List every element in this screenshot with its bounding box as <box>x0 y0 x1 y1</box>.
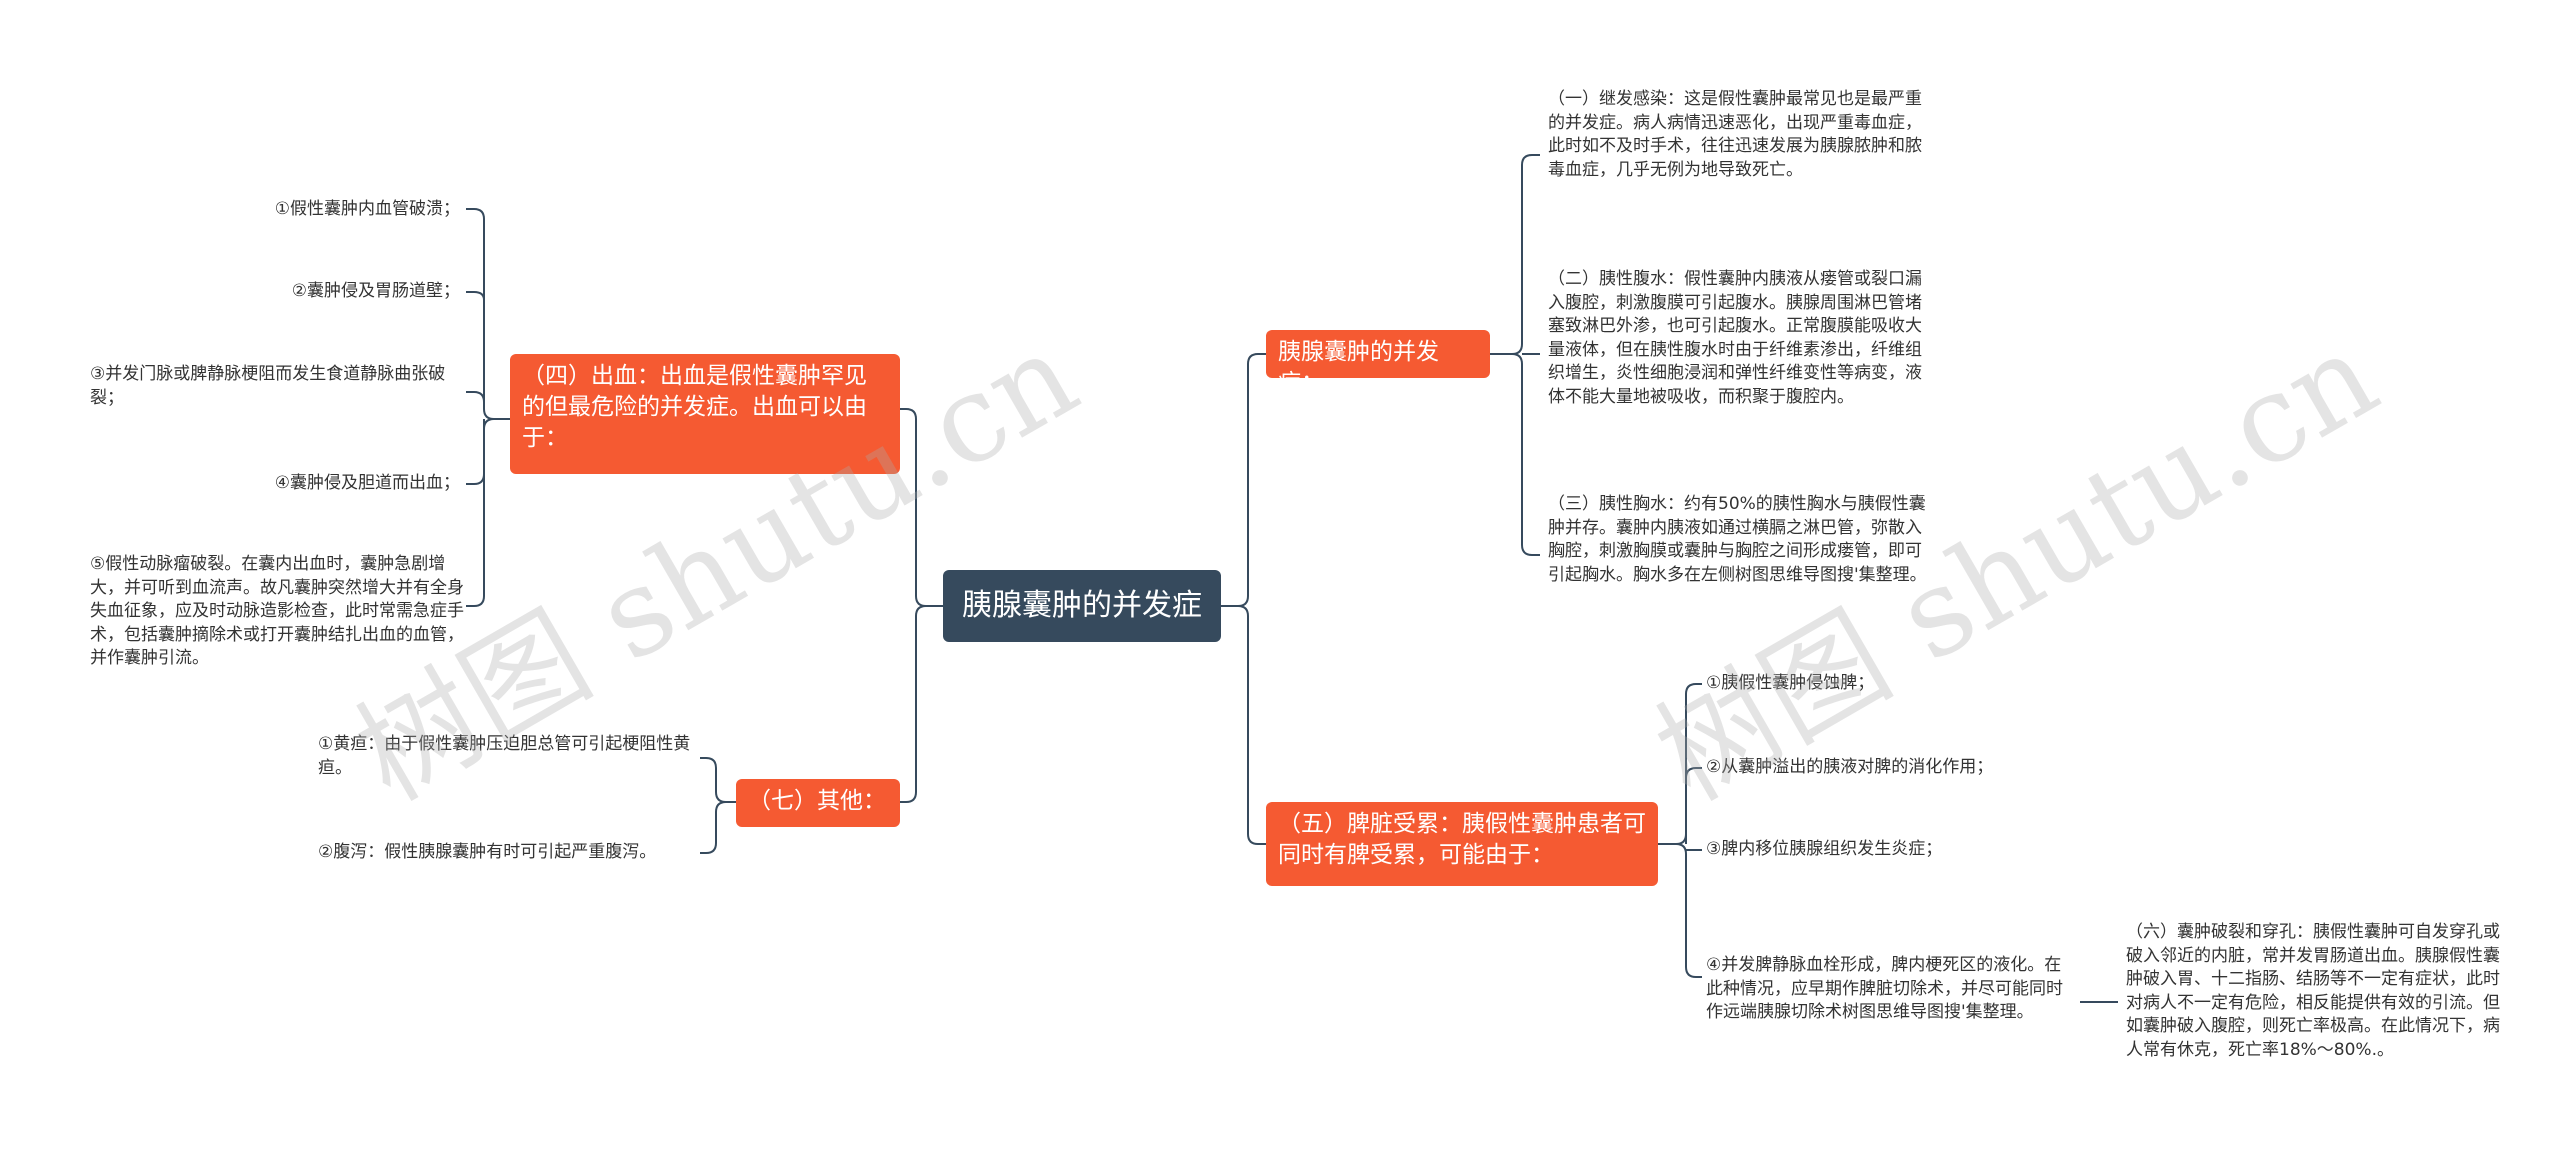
root-label: 胰腺囊肿的并发症 <box>962 588 1202 623</box>
leaf-rupture-text: （六）囊肿破裂和穿孔：胰假性囊肿可自发穿孔或破入邻近的内脏，常并发胃肠道出血。胰… <box>2126 922 2500 1060</box>
connector-pleural <box>1511 353 1540 556</box>
leaf-spleen-1[interactable]: ①胰假性囊肿侵蚀脾； <box>1706 672 2076 696</box>
leaf-ascites[interactable]: （二）胰性腹水：假性囊肿内胰液从瘘管或裂口漏入腹腔，刺激腹膜可引起腹水。胰腺周围… <box>1548 268 1938 409</box>
branch-bleeding-label: （四）出血：出血是假性囊肿罕见的但最危险的并发症。出血可以由于： <box>522 363 867 451</box>
leaf-bleed-2-text: ②囊肿侵及胃肠道壁； <box>291 281 460 301</box>
branch-complications-label: 胰腺囊肿的并发症： <box>1278 339 1439 396</box>
connector-bleed-1 <box>466 208 510 420</box>
leaf-spleen-2-text: ②从囊肿溢出的胰液对脾的消化作用； <box>1706 757 1994 777</box>
connector-root-other <box>900 605 927 803</box>
leaf-bleed-4[interactable]: ④囊肿侵及胆道而出血； <box>90 472 460 496</box>
leaf-bleed-3-text: ③并发门脉或脾静脉梗阻而发生食道静脉曲张破裂； <box>90 364 446 408</box>
branch-other[interactable]: （七）其他： <box>736 779 900 827</box>
leaf-spleen-4-text: ④并发脾静脉血栓形成，脾内梗死区的液化。在此种情况，应早期作脾脏切除术，并尽可能… <box>1706 955 2063 1022</box>
leaf-spleen-3[interactable]: ③脾内移位胰腺组织发生炎症； <box>1706 838 2076 862</box>
branch-spleen-label: （五）脾脏受累：胰假性囊肿患者可同时有脾受累，可能由于： <box>1278 811 1646 868</box>
leaf-bleed-4-text: ④囊肿侵及胆道而出血； <box>274 473 460 493</box>
connector-other-2 <box>700 801 727 854</box>
leaf-other-1[interactable]: ①黄疸：由于假性囊肿压迫胆总管可引起梗阻性黄疸。 <box>318 733 696 780</box>
leaf-bleed-5[interactable]: ⑤假性动脉瘤破裂。在囊内出血时，囊肿急剧增大，并可听到血流声。故凡囊肿突然增大并… <box>90 553 464 671</box>
connector-root-spleen <box>1237 605 1266 845</box>
leaf-infection[interactable]: （一）继发感染：这是假性囊肿最常见也是最严重的并发症。病人病情迅速恶化，出现严重… <box>1548 88 1938 182</box>
branch-complications[interactable]: 胰腺囊肿的并发症： <box>1266 330 1490 396</box>
leaf-spleen-1-text: ①胰假性囊肿侵蚀脾； <box>1706 673 1875 693</box>
connector-spleen-4 <box>1675 843 1702 978</box>
leaf-bleed-2[interactable]: ②囊肿侵及胃肠道壁； <box>90 280 460 304</box>
connector-infection <box>1490 154 1540 355</box>
leaf-bleed-1[interactable]: ①假性囊肿内血管破溃； <box>90 198 460 222</box>
connector-bleed-5 <box>466 418 495 607</box>
leaf-other-2-text: ②腹泻：假性胰腺囊肿有时可引起严重腹泻。 <box>318 842 657 862</box>
leaf-pleural-text: （三）胰性胸水：约有50%的胰性胸水与胰假性囊肿并存。囊肿内胰液如通过横膈之淋巴… <box>1548 494 1927 585</box>
leaf-other-1-text: ①黄疸：由于假性囊肿压迫胆总管可引起梗阻性黄疸。 <box>318 734 691 778</box>
root-node[interactable]: 胰腺囊肿的并发症 <box>943 570 1221 642</box>
connector-root-bleeding <box>900 408 943 607</box>
connector-bleed-3 <box>466 391 485 403</box>
leaf-bleed-1-text: ①假性囊肿内血管破溃； <box>274 199 460 219</box>
leaf-spleen-4[interactable]: ④并发脾静脉血栓形成，脾内梗死区的液化。在此种情况，应早期作脾脏切除术，并尽可能… <box>1706 954 2076 1025</box>
connector-bleed-4 <box>466 419 485 485</box>
connector-bleed-2 <box>466 291 485 301</box>
connector-root-complications <box>1221 353 1266 607</box>
connector-spleen-1 <box>1658 683 1702 845</box>
leaf-other-2[interactable]: ②腹泻：假性胰腺囊肿有时可引起严重腹泻。 <box>318 841 696 865</box>
branch-spleen[interactable]: （五）脾脏受累：胰假性囊肿患者可同时有脾受累，可能由于： <box>1266 802 1658 886</box>
branch-other-label: （七）其他： <box>748 788 886 814</box>
leaf-rupture[interactable]: （六）囊肿破裂和穿孔：胰假性囊肿可自发穿孔或破入邻近的内脏，常并发胃肠道出血。胰… <box>2126 921 2510 1062</box>
leaf-bleed-5-text: ⑤假性动脉瘤破裂。在囊内出血时，囊肿急剧增大，并可听到血流声。故凡囊肿突然增大并… <box>90 554 464 668</box>
connector-other-1 <box>700 757 736 803</box>
leaf-spleen-2[interactable]: ②从囊肿溢出的胰液对脾的消化作用； <box>1706 756 2076 780</box>
leaf-pleural[interactable]: （三）胰性胸水：约有50%的胰性胸水与胰假性囊肿并存。囊肿内胰液如通过横膈之淋巴… <box>1548 493 1938 587</box>
leaf-bleed-3[interactable]: ③并发门脉或脾静脉梗阻而发生食道静脉曲张破裂； <box>90 363 460 410</box>
leaf-infection-text: （一）继发感染：这是假性囊肿最常见也是最严重的并发症。病人病情迅速恶化，出现严重… <box>1548 89 1922 180</box>
leaf-ascites-text: （二）胰性腹水：假性囊肿内胰液从瘘管或裂口漏入腹腔，刺激腹膜可引起腹水。胰腺周围… <box>1548 269 1922 407</box>
connector-spleen-2 <box>1685 767 1702 844</box>
branch-bleeding[interactable]: （四）出血：出血是假性囊肿罕见的但最危险的并发症。出血可以由于： <box>510 354 900 474</box>
leaf-spleen-3-text: ③脾内移位胰腺组织发生炎症； <box>1706 839 1943 859</box>
